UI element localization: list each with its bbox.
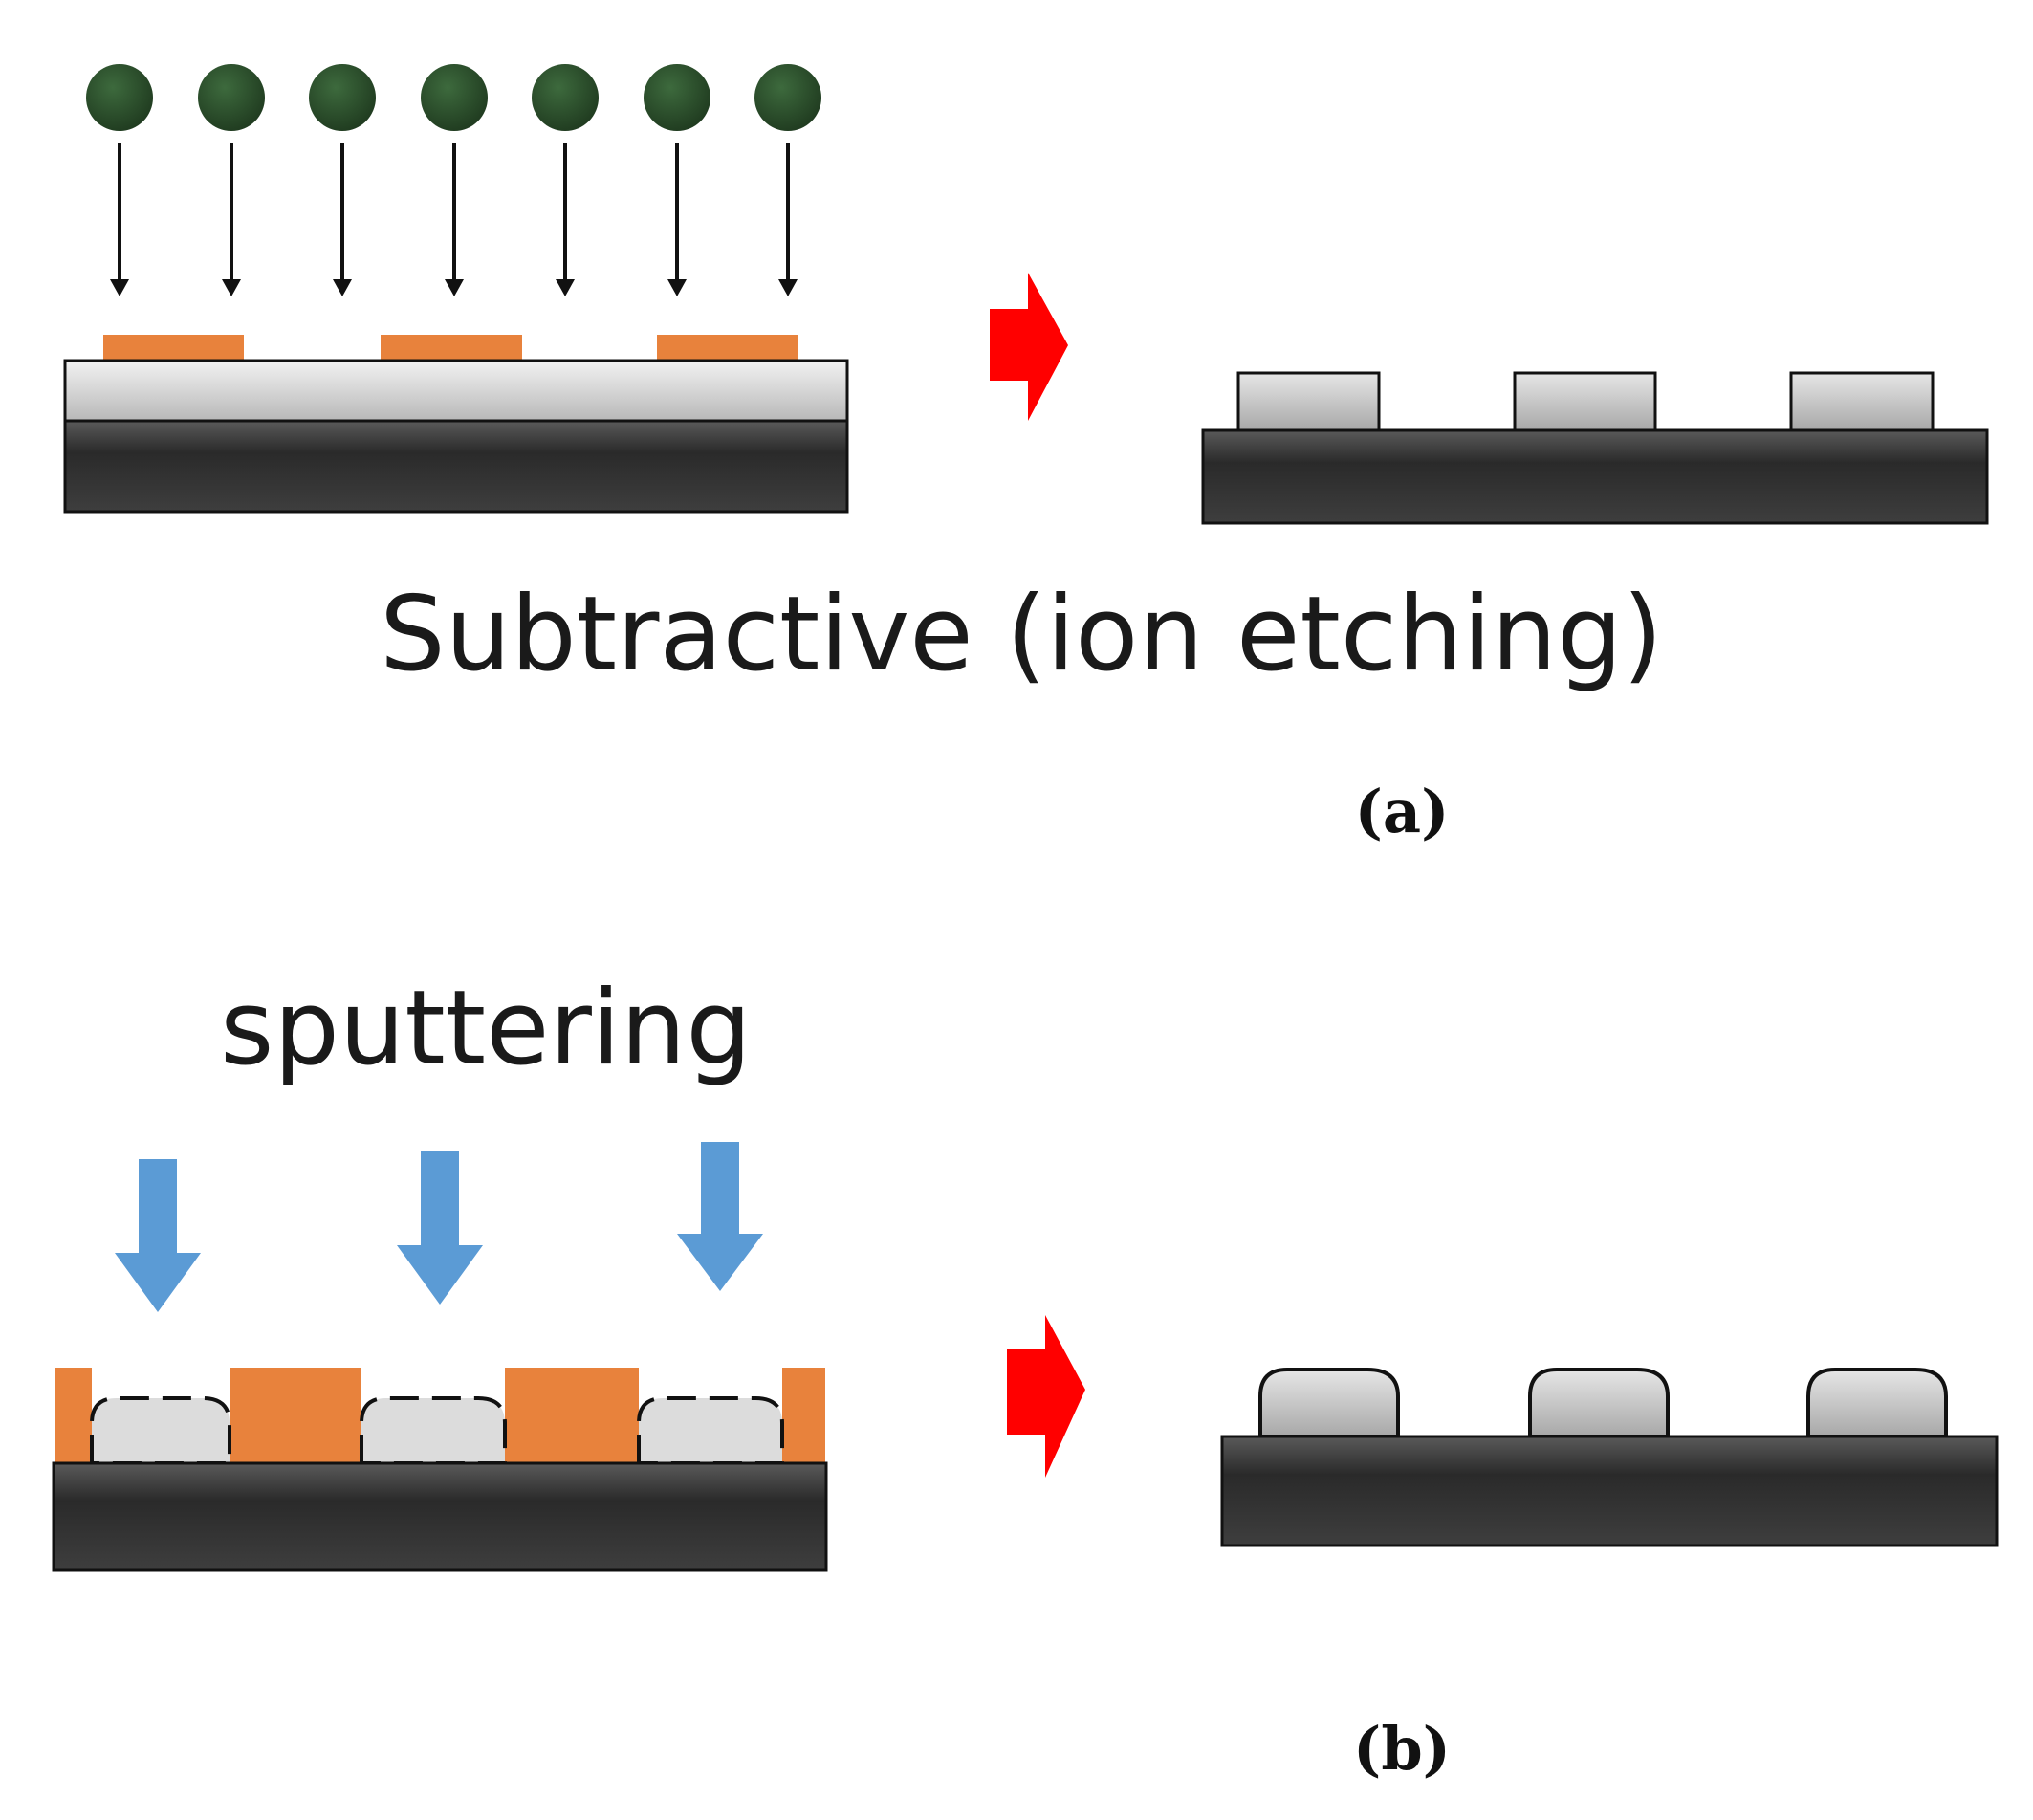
ion-1 bbox=[86, 64, 153, 296]
ion-7 bbox=[754, 64, 821, 296]
mask-3 bbox=[657, 335, 798, 361]
film-layer bbox=[63, 359, 849, 423]
resist-edge-right bbox=[782, 1368, 825, 1463]
process-arrow-a bbox=[990, 273, 1068, 421]
process-arrow-b bbox=[1007, 1315, 1085, 1478]
substrate-b-right bbox=[1220, 1435, 1999, 1547]
ion-2 bbox=[198, 64, 265, 296]
ion-beam bbox=[86, 64, 821, 296]
substrate-a-right bbox=[1201, 428, 1989, 525]
panel-b: sputtering (b) bbox=[52, 969, 1999, 1784]
substrate-b-left bbox=[52, 1461, 828, 1572]
deposition-arrow-2 bbox=[397, 1151, 483, 1305]
mask-2 bbox=[381, 335, 522, 361]
ion-5 bbox=[532, 64, 599, 296]
deposited-feature-1 bbox=[1258, 1368, 1400, 1438]
substrate-a-left bbox=[63, 419, 849, 514]
etched-block-1 bbox=[1236, 371, 1381, 432]
ion-6 bbox=[644, 64, 710, 296]
deposit-1 bbox=[90, 1396, 231, 1465]
resist-edge-left bbox=[55, 1368, 92, 1463]
resist-block-1 bbox=[230, 1368, 361, 1463]
ion-4 bbox=[421, 64, 488, 296]
panel-a: Subtractive (ion etching) (a) bbox=[63, 64, 1989, 846]
deposition-arrow-1 bbox=[115, 1159, 201, 1312]
ion-3 bbox=[309, 64, 376, 296]
panel-label-a: (a) bbox=[1355, 777, 1450, 846]
etched-block-2 bbox=[1513, 371, 1657, 432]
panel-label-b: (b) bbox=[1353, 1714, 1451, 1784]
deposit-3 bbox=[637, 1396, 784, 1465]
deposition-arrow-3 bbox=[677, 1142, 763, 1291]
caption-subtractive: Subtractive (ion etching) bbox=[380, 575, 1663, 694]
mask-1 bbox=[103, 335, 244, 361]
caption-sputtering: sputtering bbox=[220, 969, 752, 1088]
etched-block-3 bbox=[1789, 371, 1935, 432]
deposit-2 bbox=[360, 1396, 507, 1465]
deposited-feature-2 bbox=[1528, 1368, 1670, 1438]
deposited-feature-3 bbox=[1806, 1368, 1948, 1438]
resist-block-2 bbox=[505, 1368, 639, 1463]
